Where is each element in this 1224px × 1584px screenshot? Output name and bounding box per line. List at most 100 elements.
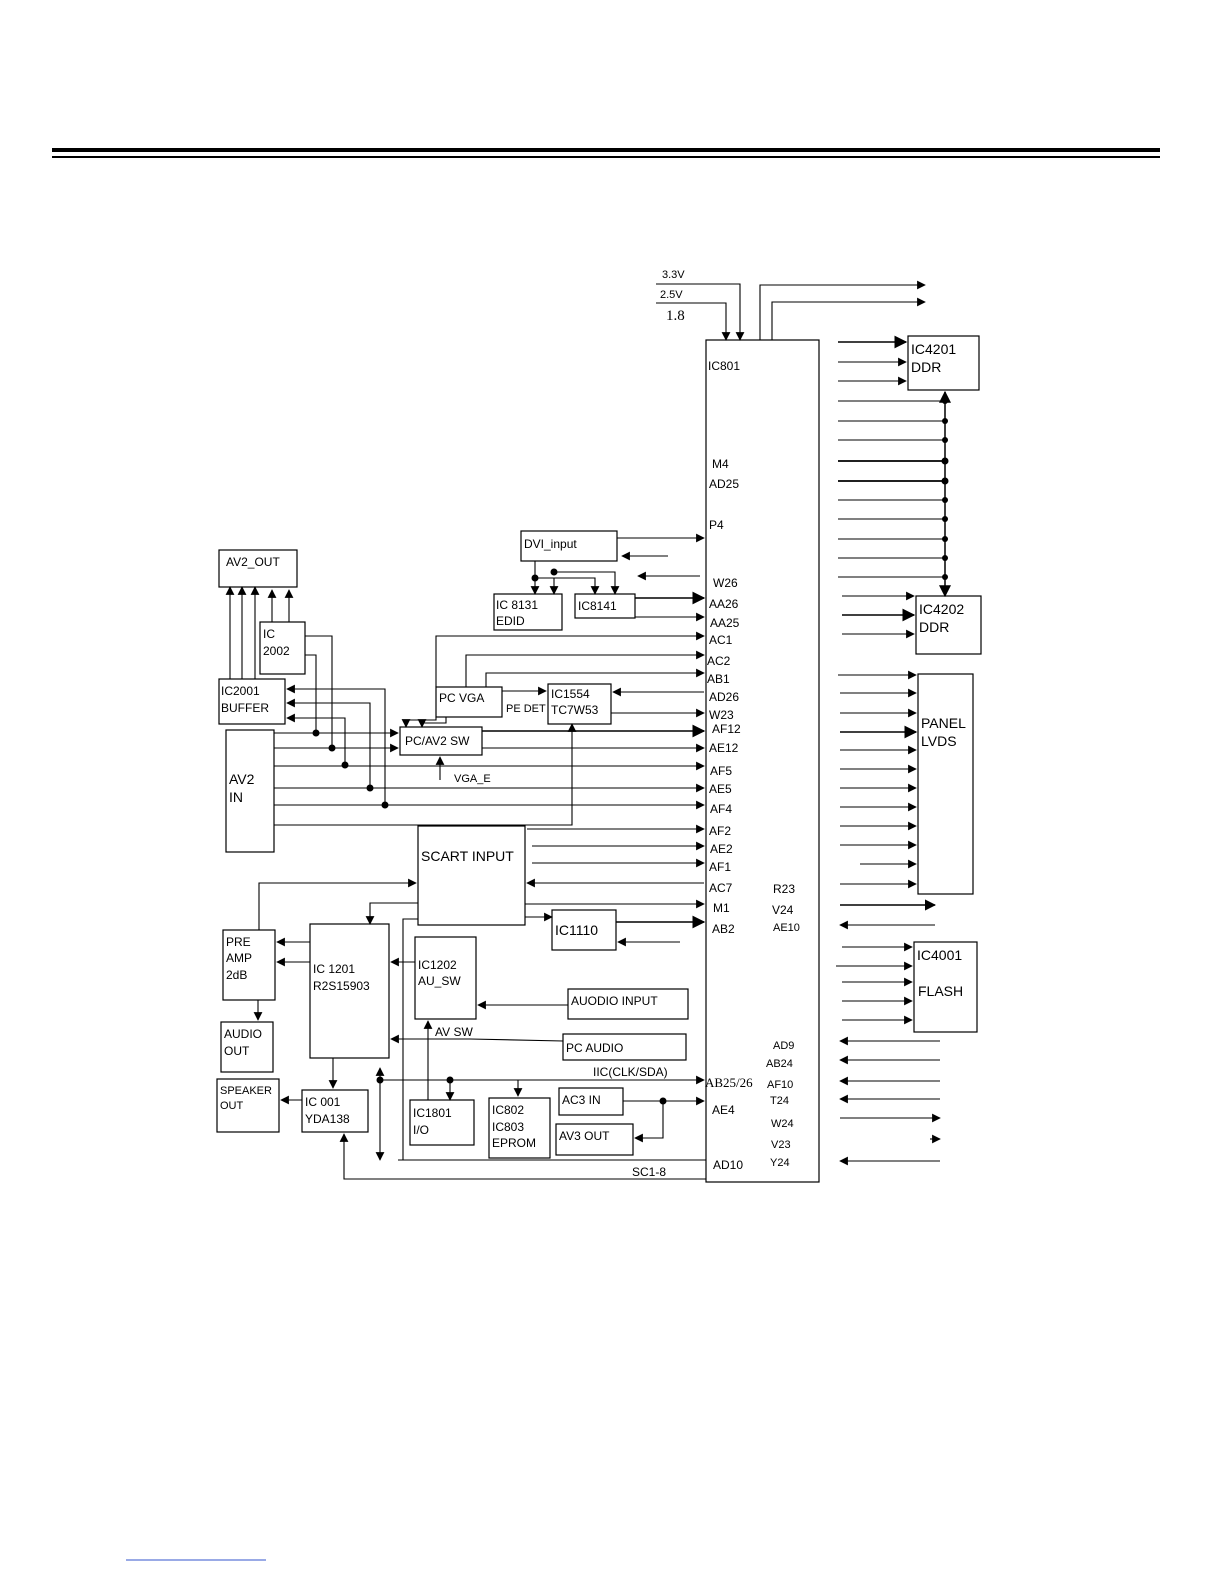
ic4001-label-2: FLASH: [918, 983, 963, 999]
pin-label: AC7: [709, 881, 733, 895]
label-iic: IIC(CLK/SDA): [593, 1065, 668, 1079]
pin-label: W26: [713, 576, 738, 590]
pc-vga-block: [435, 686, 503, 718]
ic8141-label: IC8141: [578, 599, 617, 613]
ic1201-label-2: R2S15903: [313, 979, 370, 993]
pin-label: AB24: [766, 1058, 793, 1070]
ic001-label-1: IC 001: [305, 1095, 341, 1109]
ic1801-label-1: IC1801: [413, 1106, 452, 1120]
ic1554-label-1: IC1554: [551, 687, 590, 701]
label-1-8v: 1.8: [666, 308, 685, 324]
pin-label: AE10: [773, 922, 800, 934]
ic2002-block: [259, 621, 306, 675]
ic802-label-2: IC803: [492, 1120, 524, 1134]
scart-input-label: SCART INPUT: [421, 848, 514, 864]
audio-input-block: [567, 988, 689, 1020]
pin-label: AF4: [710, 802, 732, 816]
pin-label: AE4: [712, 1103, 735, 1117]
pin-label: AF12: [712, 722, 741, 736]
ic1110-block: [551, 909, 617, 951]
ic8131-block: [493, 593, 563, 631]
scart-input-block: [417, 825, 526, 926]
av2-in-block: [225, 729, 275, 853]
pin-label: M4: [712, 457, 729, 471]
ic4201-label-2: DDR: [911, 359, 941, 375]
ic4001-label-1: IC4001: [917, 947, 962, 963]
ic4201-block: [907, 335, 980, 391]
av3-out-block: [555, 1123, 634, 1156]
ic2001-label-1: IC2001: [221, 684, 260, 698]
speaker-out-block: [216, 1078, 280, 1133]
av3-out-label: AV3 OUT: [559, 1129, 610, 1143]
pin-label: M1: [713, 901, 730, 915]
audio-out-label-2: OUT: [224, 1044, 250, 1058]
pin-label: AB25/26: [705, 1075, 753, 1090]
ic2001-label-2: BUFFER: [221, 701, 269, 715]
ic1201-label-1: IC 1201: [313, 962, 355, 976]
block-labels: IC801 IC4201 DDR IC4202 DDR PANEL LVDS I…: [220, 341, 966, 1150]
pin-label: W23: [709, 708, 734, 722]
pc-audio-label: PC AUDIO: [566, 1041, 623, 1055]
ic4202-label-2: DDR: [919, 619, 949, 635]
ic1202-label-1: IC1202: [418, 958, 457, 972]
label-3-3v: 3.3V: [662, 269, 685, 281]
pin-label: AE2: [710, 842, 733, 856]
label-sc1-8: SC1-8: [632, 1165, 666, 1179]
ic1554-label-2: TC7W53: [551, 703, 599, 717]
pin-label: R23: [773, 882, 795, 896]
ic802-label-1: IC802: [492, 1103, 524, 1117]
pin-label: P4: [709, 518, 724, 532]
pre-amp-label-2: AMP: [226, 951, 252, 965]
ic2001-block: [218, 678, 286, 725]
audio-out-block: [220, 1021, 274, 1073]
pin-label: AD9: [773, 1040, 794, 1052]
ic801-left-pins: M4 AD25 P4 W26 AA26 AA25 AC1 AC2 AB1 AD2…: [705, 457, 753, 1172]
pin-label: AA25: [710, 616, 740, 630]
pre-amp-label-3: 2dB: [226, 968, 247, 982]
panel-label-2: LVDS: [921, 733, 957, 749]
pc-audio-block: [562, 1033, 687, 1061]
label-vga-e: VGA_E: [454, 773, 491, 785]
ic4001-block: [913, 941, 978, 1033]
ic001-block: [301, 1089, 369, 1133]
ic1202-block: [414, 936, 477, 1020]
ic8131-label-1: IC 8131: [496, 598, 538, 612]
ic4202-label-1: IC4202: [919, 601, 964, 617]
speaker-out-label-2: OUT: [220, 1100, 244, 1112]
ic001-label-2: YDA138: [305, 1112, 350, 1126]
pin-label: AC2: [707, 654, 731, 668]
ic4201-label-1: IC4201: [911, 341, 956, 357]
ic801-block: [705, 339, 820, 1183]
pin-label: T24: [770, 1095, 789, 1107]
pin-label: AB1: [707, 672, 730, 686]
audio-out-label-1: AUDIO: [224, 1027, 262, 1041]
ic801-label: IC801: [708, 359, 740, 373]
pin-label: AB2: [712, 922, 735, 936]
pin-label: AA26: [709, 597, 739, 611]
pin-label: AD26: [709, 690, 739, 704]
panel-label-1: PANEL: [921, 715, 966, 731]
pin-label: V23: [771, 1139, 791, 1151]
pc-vga-label: PC VGA: [439, 691, 484, 705]
label-2-5v: 2.5V: [660, 289, 683, 301]
junction-dots: [312, 398, 949, 1105]
ic1554-block: [547, 683, 612, 725]
ic8131-label-2: EDID: [496, 614, 525, 628]
dvi-input-block: [520, 530, 618, 562]
ic2002-label-2: 2002: [263, 644, 290, 658]
pin-label: AF1: [709, 860, 731, 874]
header-rule: [52, 148, 1160, 158]
pin-label: AE5: [709, 782, 732, 796]
pin-label: V24: [772, 903, 794, 917]
signal-labels: 3.3V 2.5V 1.8 PE DET VGA_E AV SW IIC(CLK…: [435, 269, 685, 1179]
ic2002-label-1: IC: [263, 627, 275, 641]
ic1202-label-2: AU_SW: [418, 974, 461, 988]
pin-label: Y24: [770, 1157, 790, 1169]
pre-amp-label-1: PRE: [226, 935, 251, 949]
label-pe-det: PE DET: [506, 703, 546, 715]
pre-amp-block: [222, 929, 276, 1001]
label-av-sw: AV SW: [435, 1025, 473, 1039]
ac3-in-label: AC3 IN: [562, 1093, 601, 1107]
panel-lvds-block: [917, 673, 974, 895]
